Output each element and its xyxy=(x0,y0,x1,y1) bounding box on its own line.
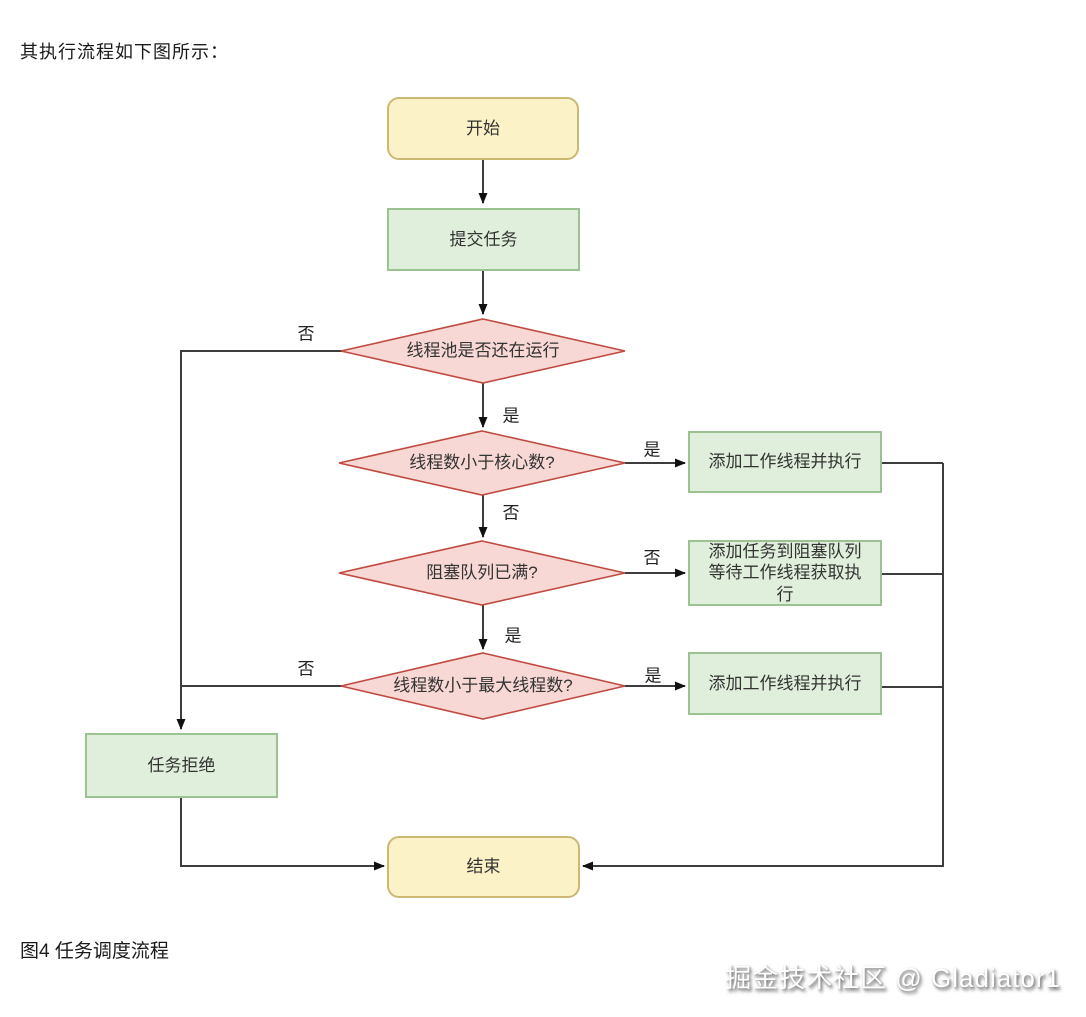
figure-caption: 图4 任务调度流程 xyxy=(20,941,169,962)
edge-label-lt-max-yes: 是 xyxy=(644,666,662,686)
decision-shape-pool-running xyxy=(340,318,626,384)
node-lt-max-label: 线程数小于最大线程数? xyxy=(393,676,573,696)
decision-shape-lt-core xyxy=(338,430,626,496)
node-add-to-queue: 添加任务到阻塞队列等待工作线程获取执行 xyxy=(688,540,882,606)
decision-shape-queue-full xyxy=(338,540,626,606)
edge-reject-end xyxy=(180,798,385,871)
node-start: 开始 xyxy=(387,97,579,160)
decision-shape-lt-max xyxy=(340,652,626,720)
edge-label-queue-full-yes: 是 xyxy=(504,626,522,646)
node-add-worker-max: 添加工作线程并执行 xyxy=(688,652,882,715)
node-add-worker-core: 添加工作线程并执行 xyxy=(688,431,882,493)
edge-label-pool-running-yes: 是 xyxy=(502,406,520,426)
edge-label-lt-core-yes: 是 xyxy=(643,440,661,460)
edge-righttrunk-end xyxy=(582,463,944,871)
node-lt-core-label: 线程数小于核心数? xyxy=(409,453,555,473)
node-submit-task: 提交任务 xyxy=(387,208,580,271)
edge-poolrunning-no-reject xyxy=(176,350,342,730)
node-queue-full-label: 阻塞队列已满? xyxy=(426,563,538,583)
header-text: 其执行流程如下图所示： xyxy=(20,42,229,62)
edge-label-pool-running-no: 否 xyxy=(297,324,315,344)
node-end: 结束 xyxy=(387,836,580,898)
node-task-reject: 任务拒绝 xyxy=(85,733,278,798)
edge-label-queue-full-no: 否 xyxy=(643,548,661,568)
edge-label-lt-core-no: 否 xyxy=(502,503,520,523)
watermark-text: 掘金技术社区 @ Gladiator1 xyxy=(725,963,1061,993)
node-pool-running-label: 线程池是否还在运行 xyxy=(406,341,560,361)
edge-label-lt-max-no: 否 xyxy=(297,659,315,679)
